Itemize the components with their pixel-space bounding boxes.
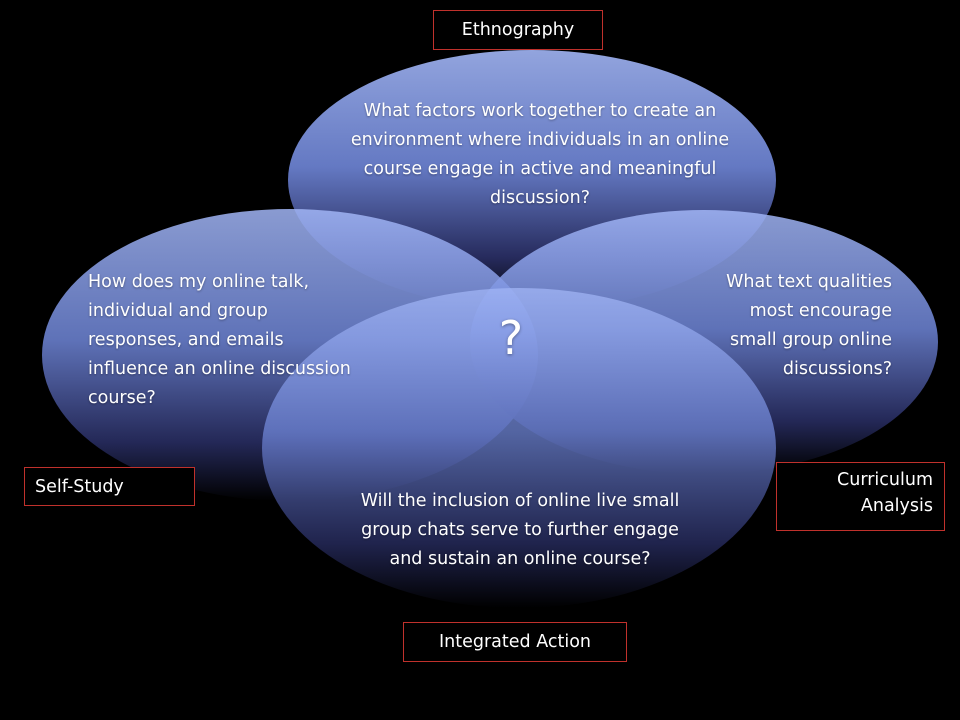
question-top: What factors work together to create an … bbox=[350, 101, 730, 208]
label-integrated-action: Integrated Action bbox=[403, 622, 627, 662]
question-bottom: Will the inclusion of online live small … bbox=[360, 491, 680, 569]
label-curriculum-analysis: Curriculum Analysis bbox=[776, 462, 945, 531]
question-left: How does my online talk, individual and … bbox=[88, 272, 351, 408]
label-ethnography: Ethnography bbox=[433, 10, 603, 50]
center-question-mark: ? bbox=[498, 311, 524, 365]
label-self-study: Self-Study bbox=[24, 467, 195, 506]
ellipse-bottom bbox=[262, 288, 776, 608]
question-right: What text qualities most encourage small… bbox=[726, 272, 892, 379]
